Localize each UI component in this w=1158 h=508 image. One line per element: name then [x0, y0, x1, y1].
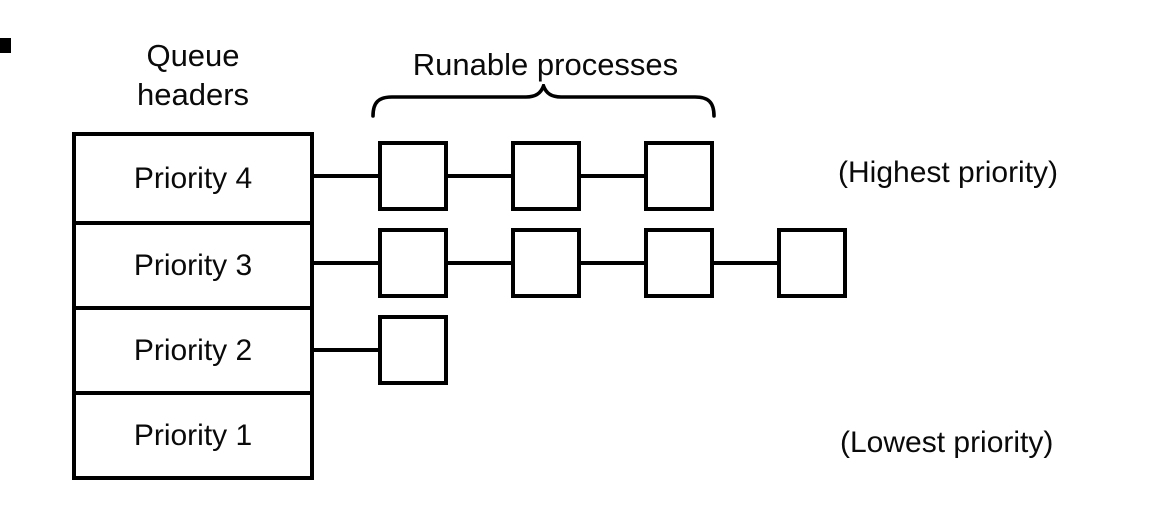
process-box: [378, 315, 448, 385]
queue-headers-label: Queue headers: [72, 36, 314, 114]
runable-processes-label: Runable processes: [412, 47, 679, 82]
process-box: [378, 141, 448, 211]
process-link-line: [446, 174, 513, 178]
edge-artifact-mark: [0, 38, 11, 53]
queue-header-priority-3: Priority 3: [76, 221, 310, 306]
queue-headers-table: Priority 4 Priority 3 Priority 2 Priorit…: [72, 132, 314, 480]
process-box: [378, 228, 448, 298]
process-box: [511, 141, 581, 211]
highest-priority-annotation: (Highest priority): [838, 156, 1059, 189]
process-link-line: [579, 174, 646, 178]
process-box: [644, 228, 714, 298]
queue-header-priority-1: Priority 1: [76, 391, 310, 476]
process-box: [777, 228, 847, 298]
queue-header-priority-2: Priority 2: [76, 306, 310, 391]
process-link-line: [446, 261, 513, 265]
queue-link-line: [312, 174, 380, 178]
queue-link-line: [312, 348, 380, 352]
queue-headers-label-line1: Queue: [146, 38, 240, 73]
lowest-priority-annotation: (Lowest priority): [840, 426, 1054, 459]
brace-icon: [371, 84, 716, 118]
process-link-line: [712, 261, 779, 265]
queue-link-line: [312, 261, 380, 265]
queue-header-priority-4: Priority 4: [133, 161, 253, 195]
queue-headers-label-line2: headers: [136, 77, 250, 112]
process-box: [644, 141, 714, 211]
process-link-line: [579, 261, 646, 265]
process-box: [511, 228, 581, 298]
